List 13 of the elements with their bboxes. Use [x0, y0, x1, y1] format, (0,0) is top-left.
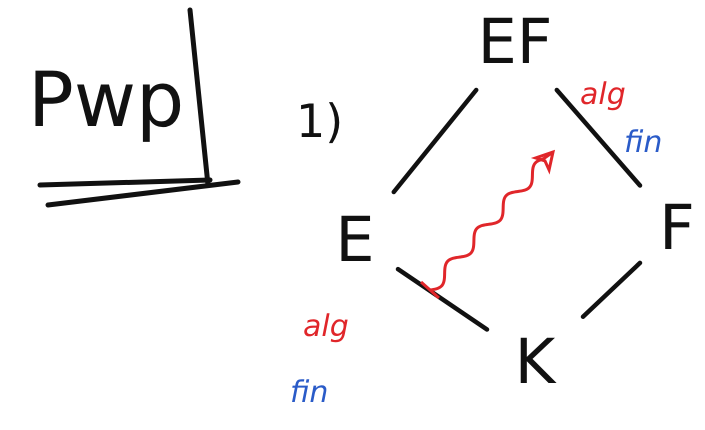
annotation: alg [580, 80, 626, 110]
connector-line [580, 260, 642, 319]
annotation: fin [624, 128, 662, 158]
annotation: alg [303, 312, 349, 342]
connector-line [392, 88, 478, 194]
node-label: K [514, 331, 556, 393]
connector-line [554, 88, 642, 188]
node-label: F [659, 197, 695, 259]
node-label: E [335, 209, 375, 271]
node-label: EF [478, 11, 552, 73]
connector-line [396, 266, 490, 332]
step-number: 1) [296, 98, 344, 144]
annotation: fin [290, 378, 328, 408]
